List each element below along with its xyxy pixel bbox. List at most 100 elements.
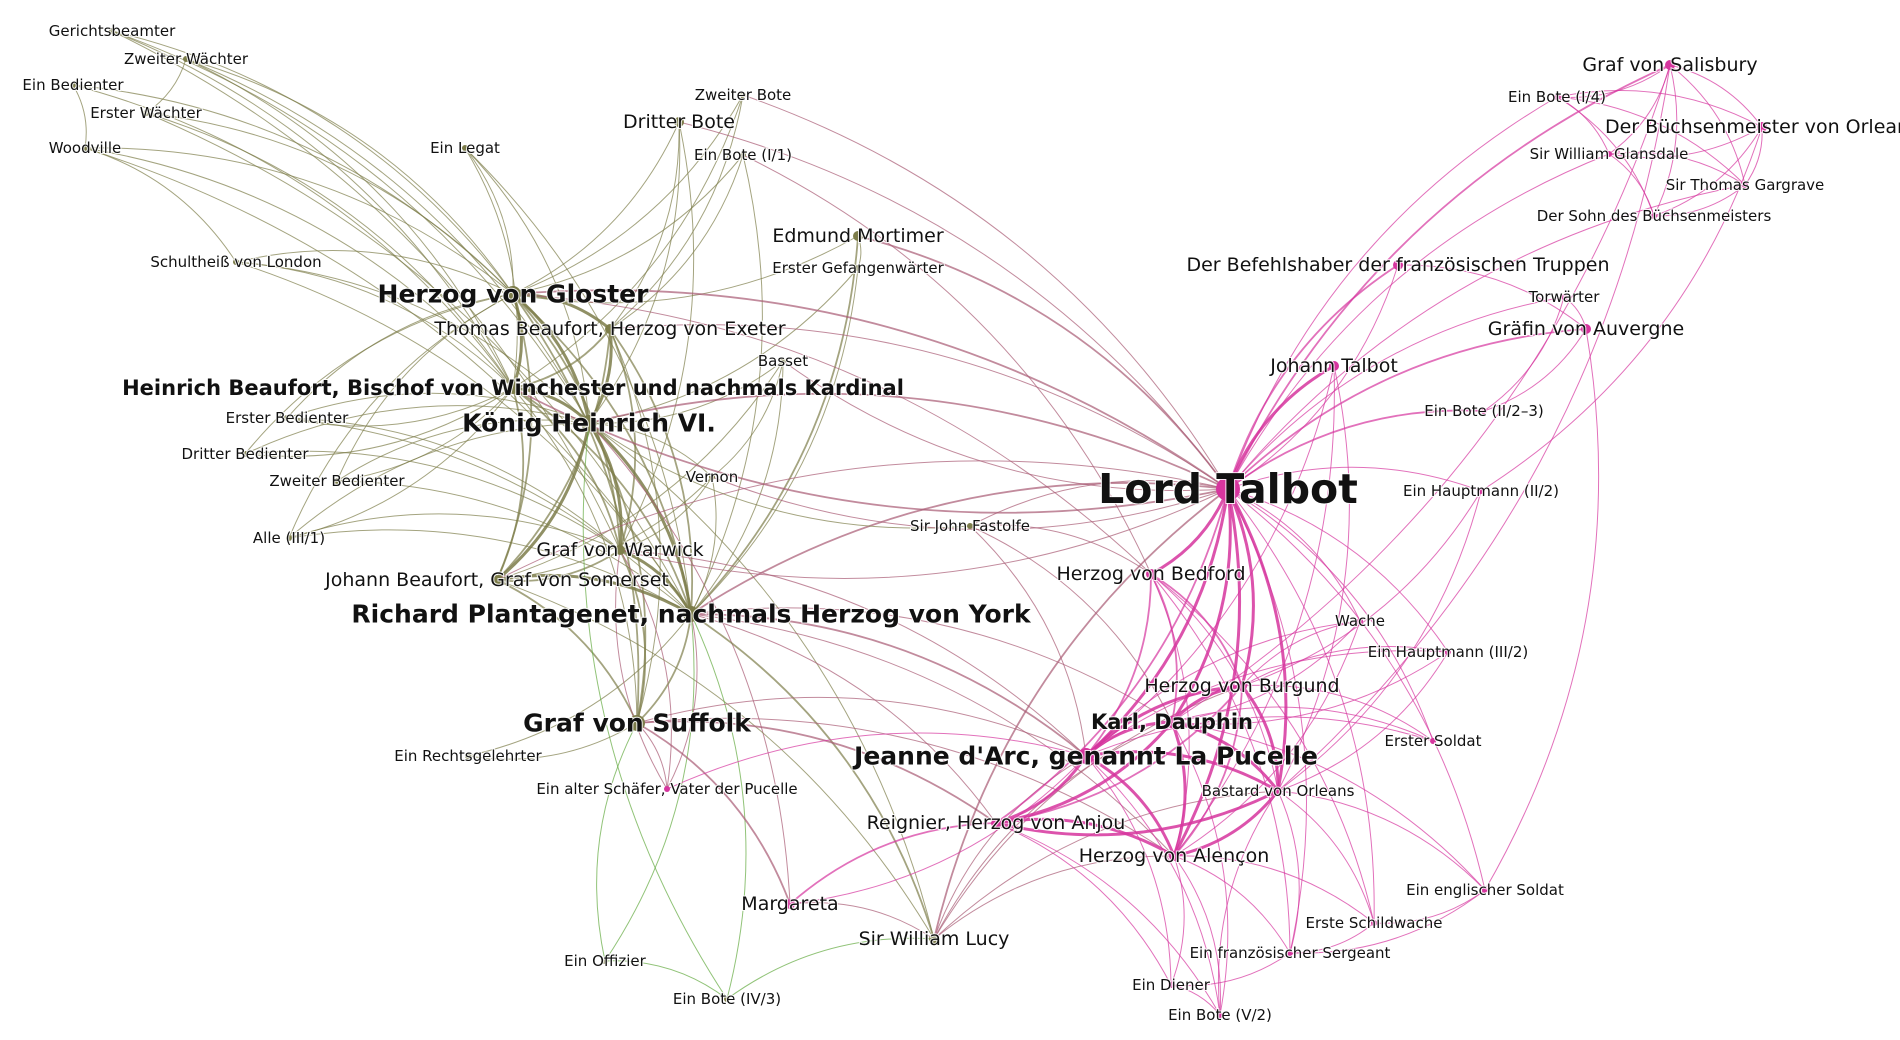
node-sergeant[interactable]: [1287, 950, 1293, 956]
node-warwick[interactable]: [615, 545, 625, 555]
node-york[interactable]: [683, 606, 699, 622]
node-bote-ii23[interactable]: [1481, 408, 1487, 414]
node-ein-bedienter[interactable]: [70, 82, 76, 88]
node-buechsenmeister[interactable]: [1757, 122, 1767, 132]
node-bote-v2[interactable]: [1217, 1012, 1223, 1018]
node-winchester[interactable]: [507, 382, 519, 394]
node-zweiter-bote[interactable]: [740, 92, 746, 98]
edge-reignier-diener: [995, 822, 1172, 986]
edge-vernon-warwick: [619, 476, 713, 551]
edge-exeter-warwick: [609, 328, 637, 551]
node-alle[interactable]: [286, 535, 292, 541]
node-vernon[interactable]: [709, 474, 715, 480]
edge-alencon-schildwache: [1173, 855, 1375, 924]
node-englischer-soldat[interactable]: [1482, 887, 1488, 893]
edge-ein-bote-i1-bedford: [742, 154, 1152, 575]
node-heinrich-vi[interactable]: [581, 415, 597, 431]
node-erster-soldat[interactable]: [1430, 738, 1436, 744]
node-basset[interactable]: [780, 358, 786, 364]
node-margareta[interactable]: [785, 899, 795, 909]
node-auvergne[interactable]: [1581, 324, 1591, 334]
node-schaefer[interactable]: [664, 786, 670, 792]
node-diener[interactable]: [1168, 982, 1174, 988]
edge-erster-bedienter-heinrich-vi: [286, 392, 590, 424]
edge-wache-karl: [1171, 620, 1361, 723]
edge-talbot-johann-talbot: [1226, 364, 1335, 490]
edge-ein-bote-i1-gloster: [512, 154, 744, 295]
node-schultheiss[interactable]: [233, 259, 239, 265]
node-exeter[interactable]: [605, 324, 615, 334]
node-label-schaefer: Ein alter Schäfer, Vater der Pucelle: [536, 780, 797, 798]
node-rechtsgelehrter[interactable]: [465, 753, 471, 759]
node-lucy[interactable]: [929, 934, 939, 944]
node-alencon[interactable]: [1169, 851, 1179, 861]
edge-buechsenmeister-sohn: [1653, 126, 1763, 217]
node-suffolk[interactable]: [629, 715, 645, 731]
edge-suffolk-joan: [636, 696, 1087, 757]
edge-zweiter-bedienter-york: [336, 480, 692, 615]
node-ein-bote-i1[interactable]: [740, 152, 746, 158]
edge-schultheiss-gloster: [235, 249, 514, 295]
node-dritter-bote[interactable]: [674, 117, 684, 127]
edge-talbot-bastard: [1226, 488, 1288, 792]
edge-york-rechtsgelehrter: [467, 613, 692, 757]
node-fastolfe[interactable]: [967, 523, 973, 529]
edge-buechsenmeister-hauptmann-ii2: [1480, 126, 1763, 492]
node-erster-bedienter[interactable]: [284, 415, 290, 421]
edge-bastard-schildwache: [1277, 790, 1375, 924]
node-dritter-bedienter[interactable]: [242, 451, 248, 457]
node-reignier[interactable]: [991, 818, 1001, 828]
node-bote-i4[interactable]: [1554, 94, 1560, 100]
node-bastard[interactable]: [1275, 788, 1281, 794]
node-talbot[interactable]: [1216, 477, 1240, 501]
node-zweiter-bedienter[interactable]: [334, 478, 340, 484]
node-burgund[interactable]: [1237, 681, 1247, 691]
node-schildwache[interactable]: [1371, 920, 1377, 926]
node-glansdale[interactable]: [1606, 151, 1612, 157]
node-johann-talbot[interactable]: [1329, 361, 1339, 371]
node-zweiter-waechter[interactable]: [183, 56, 189, 62]
node-bedford[interactable]: [1146, 569, 1156, 579]
node-hauptmann-ii2[interactable]: [1478, 488, 1484, 494]
node-sohn[interactable]: [1651, 213, 1657, 219]
node-edmund-mortimer[interactable]: [853, 231, 863, 241]
node-salisbury[interactable]: [1665, 60, 1675, 70]
edge-exeter-talbot: [609, 324, 1229, 490]
edge-bote-iv3-lucy: [726, 937, 935, 1000]
node-ein-legat[interactable]: [462, 145, 468, 151]
edge-fastolfe-bedford: [969, 524, 1152, 575]
edge-alle-heinrich-vi: [288, 422, 590, 539]
node-bote-iv3[interactable]: [724, 996, 730, 1002]
node-torwaerter[interactable]: [1561, 294, 1567, 300]
edge-gloster-bedford: [512, 293, 1152, 575]
node-erster-waechter[interactable]: [143, 110, 149, 116]
node-label-zweiter-bote: Zweiter Bote: [695, 86, 792, 104]
node-befehlshaber[interactable]: [1393, 260, 1403, 270]
edge-talbot-befehlshaber: [1227, 264, 1399, 490]
node-woodville[interactable]: [82, 145, 88, 151]
node-label-gargrave: Sir Thomas Gargrave: [1666, 176, 1825, 194]
node-label-bastard: Bastard von Orleans: [1202, 782, 1355, 800]
node-joan[interactable]: [1078, 748, 1094, 764]
node-label-lucy: Sir William Lucy: [859, 928, 1010, 950]
edge-schultheiss-heinrich-vi: [235, 261, 590, 424]
edge-ein-legat-winchester: [464, 147, 518, 389]
node-karl[interactable]: [1166, 716, 1178, 728]
edge-exeter-somerset: [496, 328, 611, 581]
node-hauptmann-iii2[interactable]: [1445, 649, 1451, 655]
node-label-burgund: Herzog von Burgund: [1144, 675, 1339, 697]
node-erster-gefangenwaerter[interactable]: [855, 265, 861, 271]
node-somerset[interactable]: [492, 575, 502, 585]
edge-joan-bastard: [1085, 750, 1279, 793]
edge-talbot-joan: [1084, 488, 1230, 758]
node-gloster[interactable]: [505, 286, 521, 302]
edge-schaefer-joan: [666, 732, 1087, 790]
edge-exeter-york: [609, 328, 694, 615]
node-label-dritter-bote: Dritter Bote: [623, 111, 735, 133]
node-gerichtsbeamter[interactable]: [109, 28, 115, 34]
node-gargrave[interactable]: [1742, 182, 1748, 188]
node-wache[interactable]: [1357, 618, 1363, 624]
node-offizier[interactable]: [602, 958, 608, 964]
edge-zweiter-bote-winchester: [512, 94, 744, 389]
edge-alencon-bote-v2: [1173, 855, 1222, 1016]
